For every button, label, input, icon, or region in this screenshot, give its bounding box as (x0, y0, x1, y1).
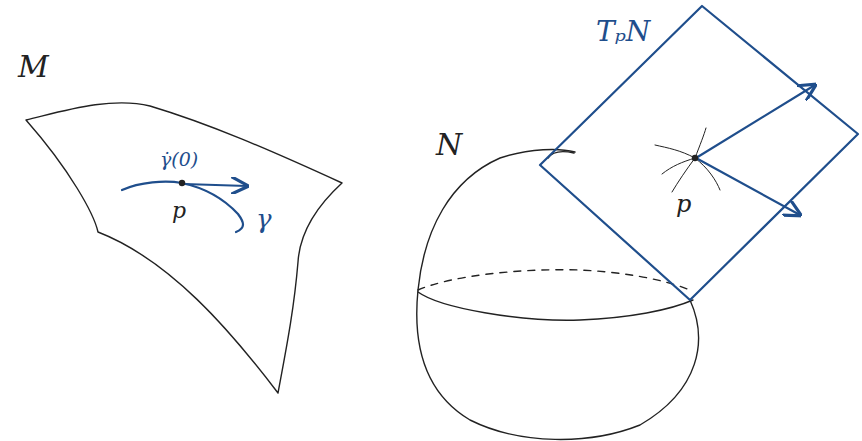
equator-front (418, 292, 693, 320)
point-label: p (172, 200, 186, 222)
tangent-plane (540, 6, 858, 300)
equator-back (418, 270, 690, 290)
sphere-n (417, 150, 699, 440)
manifold-label: M (18, 52, 49, 82)
surface-m (26, 103, 342, 393)
vector-label: γ̇(0) (160, 150, 198, 169)
tangent-vector (696, 85, 815, 158)
manifold-label: N (436, 130, 462, 160)
point-p (692, 155, 698, 161)
surface-strokes (655, 128, 720, 192)
tangent-vector (184, 184, 247, 186)
curve-gamma (122, 182, 243, 232)
curve-label: γ (256, 206, 272, 232)
tangent-vector (696, 158, 800, 215)
point-p (179, 180, 185, 186)
tangent-space-label: TₚN (596, 18, 650, 46)
point-label: p (676, 192, 691, 216)
